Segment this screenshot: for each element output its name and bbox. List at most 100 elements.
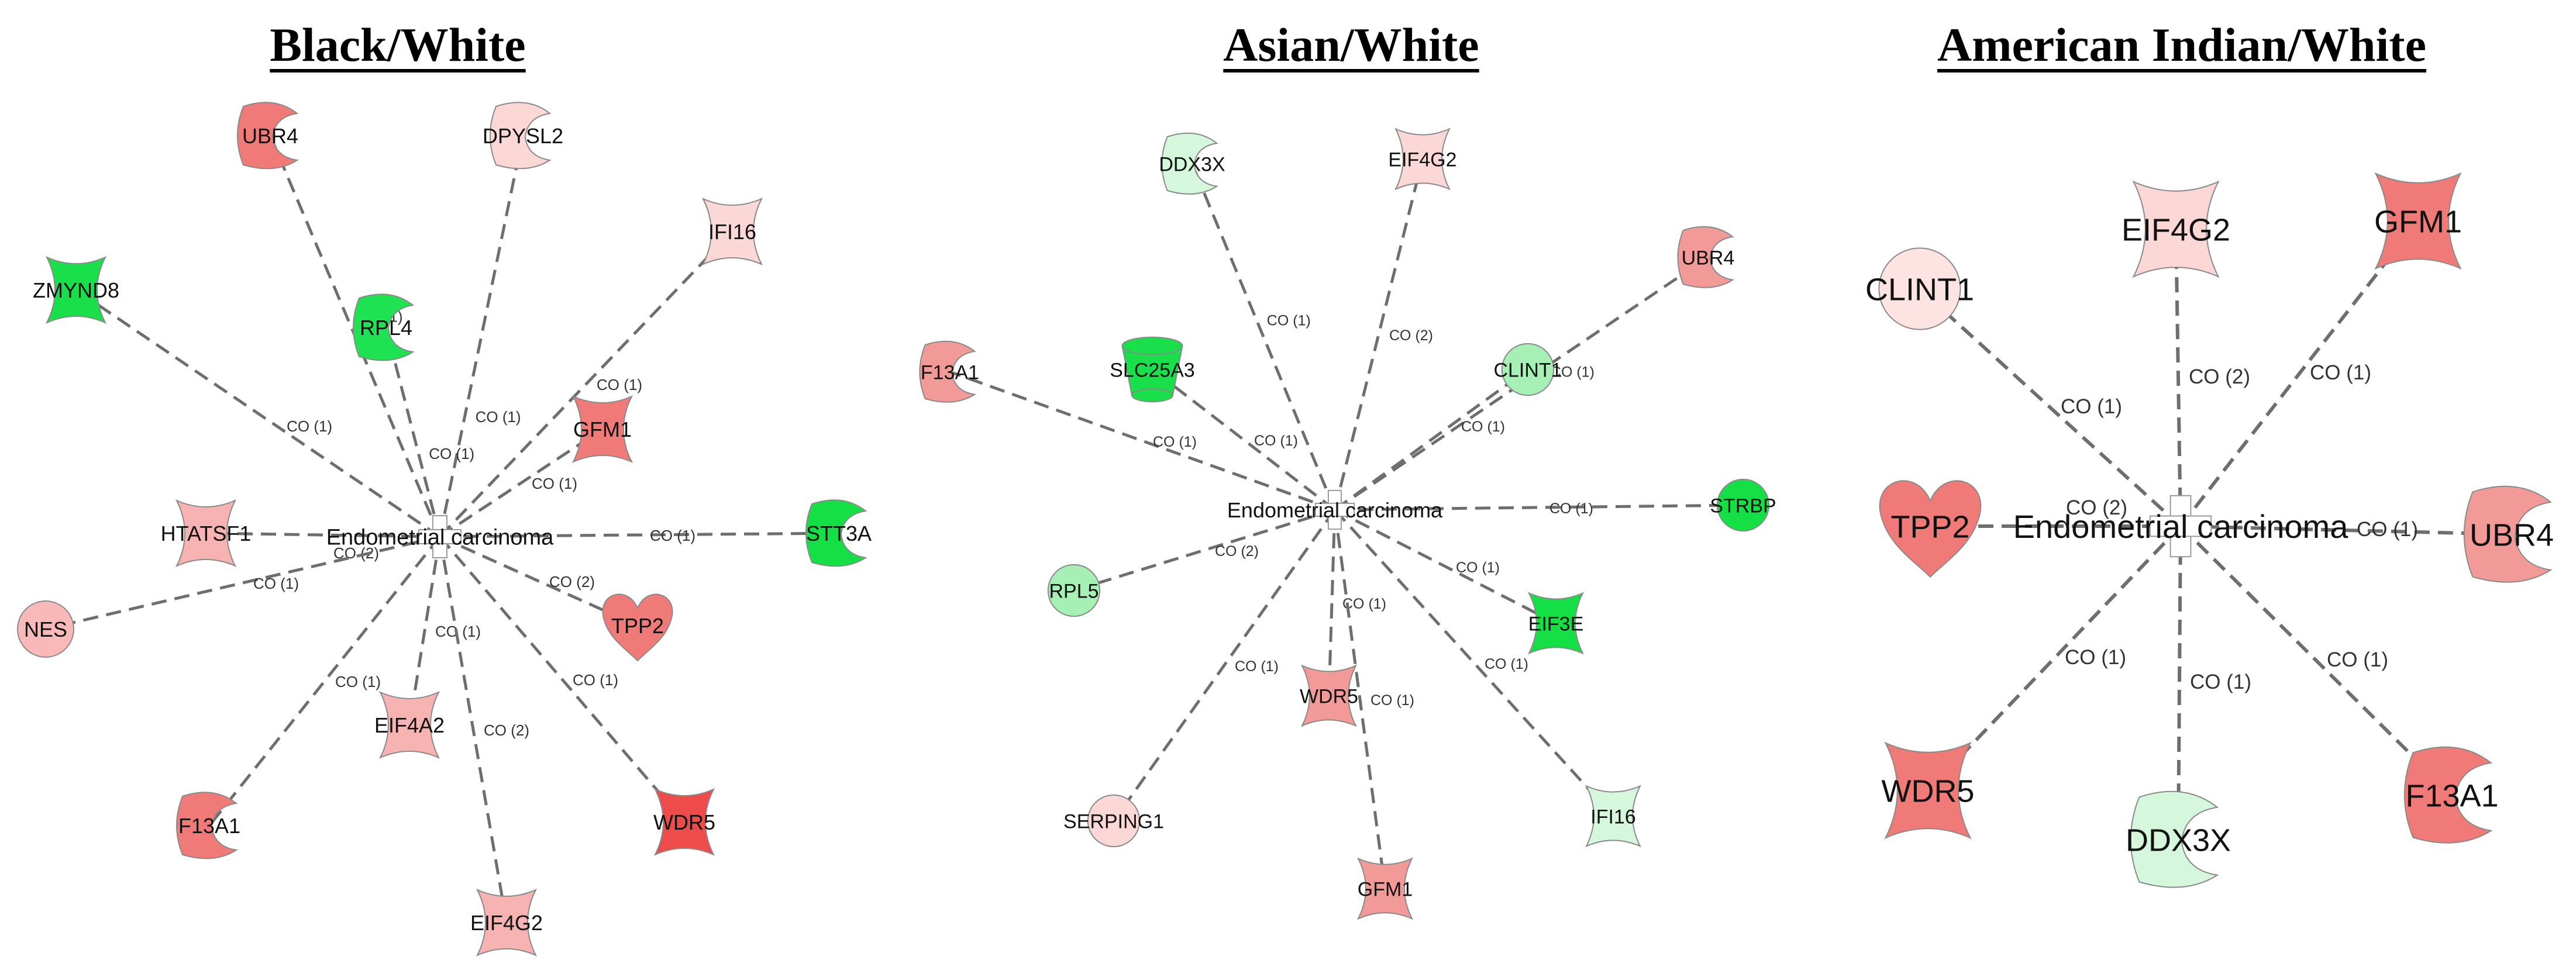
edge-label-wdr5: CO (1) <box>573 671 618 689</box>
node-ifi16[interactable]: IFI16 <box>701 197 763 266</box>
edge-wdr5 <box>1926 524 2182 792</box>
node-ifi16[interactable]: IFI16 <box>1585 785 1642 848</box>
node-eif4a2[interactable]: EIF4A2 <box>374 690 445 759</box>
edge-ifi16 <box>1334 509 1614 817</box>
edges: CO (1)CO (2)CO (1)CO (2)CO (1)CO (1)CO (… <box>1918 220 2512 840</box>
node-clint1[interactable]: CLINT1 <box>1865 247 1974 330</box>
edge-label-wdr5: CO (1) <box>1342 596 1386 612</box>
node-label: UBR4 <box>1682 247 1735 269</box>
node-nes[interactable]: NES <box>17 600 74 658</box>
panel-title-asian-white: Asian/White <box>1223 18 1479 71</box>
node-ddx3x[interactable]: DDX3X <box>1159 132 1225 195</box>
edge-label-wdr5: CO (1) <box>2065 646 2126 669</box>
edge-gfm1 <box>1333 509 1387 889</box>
node-label: GFM1 <box>1358 878 1413 900</box>
edge-label-f13a1: CO (1) <box>1153 434 1197 450</box>
node-rpl4[interactable]: RPL4 <box>353 293 415 361</box>
node-gfm1[interactable]: GFM1 <box>571 395 633 464</box>
node-label: RPL5 <box>1049 580 1098 602</box>
node-label: CLINT1 <box>1865 272 1974 307</box>
edge-label-eif4g2: CO (2) <box>2189 365 2250 388</box>
node-wdr5[interactable]: WDR5 <box>1882 741 1975 840</box>
edge-nes <box>45 535 440 631</box>
node-ubr4[interactable]: UBR4 <box>237 102 299 170</box>
node-label: ZMYND8 <box>33 278 119 302</box>
node-dpysl2[interactable]: DPYSL2 <box>483 102 563 170</box>
node-rpl5[interactable]: RPL5 <box>1047 564 1101 617</box>
node-label: EIF3E <box>1528 613 1583 635</box>
node-f13a1[interactable]: F13A1 <box>2403 746 2499 844</box>
node-label: IFI16 <box>1590 806 1635 828</box>
node-strbp[interactable]: STRBP <box>1710 478 1776 532</box>
node-clint1[interactable]: CLINT1 <box>1493 343 1562 396</box>
node-tpp2[interactable]: TPP2 <box>1879 480 1982 578</box>
network-panel-asian-white: CO (1) CO (2) CO (1) CO (1) CO (1) CO (1) CO (… <box>919 127 1776 920</box>
node-label: SLC25A3 <box>1110 359 1195 381</box>
node-label: CLINT1 <box>1493 359 1562 381</box>
edge-label-eif3e: CO (1) <box>1456 559 1500 576</box>
node-eif4g2[interactable]: EIF4G2 <box>2122 180 2230 278</box>
edge-slc25a3 <box>1151 368 1336 511</box>
node-label: DDX3X <box>2126 823 2231 858</box>
node-wdr5[interactable]: WDR5 <box>1300 664 1358 727</box>
edge-f13a1 <box>2179 524 2454 797</box>
node-label: F13A1 <box>178 814 240 838</box>
center-node-label: Endometrial carcinoma <box>2013 508 2349 545</box>
node-htatsf1[interactable]: HTATSF1 <box>161 499 252 568</box>
node-ubr4[interactable]: UBR4 <box>2463 485 2554 583</box>
node-gfm1[interactable]: GFM1 <box>1356 857 1414 920</box>
center-node[interactable]: Endometrial carcinoma <box>326 515 554 558</box>
edge-label-tpp2: CO (2) <box>549 573 595 590</box>
edge-label-gfm1: CO (1) <box>1370 692 1414 709</box>
edge-label-rpl5: CO (2) <box>1215 543 1259 559</box>
center-node[interactable]: Endometrial carcinoma <box>2013 495 2349 558</box>
node-ubr4[interactable]: UBR4 <box>1677 226 1735 288</box>
node-label: EIF4G2 <box>1388 148 1456 171</box>
center-node[interactable]: Endometrial carcinoma <box>1227 489 1443 530</box>
node-serping1[interactable]: SERPING1 <box>1063 794 1164 848</box>
node-eif4g2[interactable]: EIF4G2 <box>470 888 543 957</box>
edge-htatsf1 <box>205 531 440 538</box>
edge-eif4a2 <box>408 536 442 726</box>
node-stt3a[interactable]: STT3A <box>805 499 872 567</box>
edge-clint1 <box>1918 287 2182 528</box>
edge-eif4g2 <box>2174 229 2182 527</box>
node-tpp2[interactable]: TPP2 <box>602 593 673 662</box>
node-ddx3x[interactable]: DDX3X <box>2126 790 2231 888</box>
node-wdr5[interactable]: WDR5 <box>653 788 715 856</box>
node-label: EIF4A2 <box>374 713 445 737</box>
edge-strbp <box>1334 503 1744 512</box>
edge-label-slc25a3: CO (1) <box>1254 433 1298 449</box>
node-f13a1[interactable]: F13A1 <box>176 792 240 859</box>
edge-label-rpl4: CO (1) <box>429 445 474 462</box>
node-label: GFM1 <box>573 417 632 441</box>
network-panel-black-white: CO (1)CO (1)CO (1)CO (1)CO (1)CO (1)CO (… <box>17 102 872 957</box>
edge-label-serping1: CO (1) <box>1235 658 1279 675</box>
node-f13a1[interactable]: F13A1 <box>919 340 979 403</box>
edge-ddx3x <box>2176 526 2182 840</box>
edge-label-gfm1: CO (1) <box>2310 361 2371 384</box>
node-label: UBR4 <box>242 124 298 148</box>
node-label: WDR5 <box>1300 685 1358 707</box>
node-label: EIF4G2 <box>470 911 543 935</box>
node-eif4g2[interactable]: EIF4G2 <box>1388 127 1457 191</box>
node-eif3e[interactable]: EIF3E <box>1527 592 1585 655</box>
edges: CO (1) CO (2) CO (1) CO (1) CO (1) CO (1) CO (… <box>949 158 1744 889</box>
edge-ubr4 <box>2180 524 2512 536</box>
node-label: TPP2 <box>1890 509 1969 544</box>
edge-serping1 <box>1112 509 1337 822</box>
edge-label-strbp: CO (1) <box>1549 500 1593 517</box>
edge-eif4g2 <box>438 536 508 923</box>
node-gfm1[interactable]: GFM1 <box>2374 172 2462 270</box>
node-zmynd8[interactable]: ZMYND8 <box>33 255 119 324</box>
node-label: NES <box>24 617 67 641</box>
node-label: DDX3X <box>1159 153 1225 175</box>
edge-f13a1 <box>208 536 441 827</box>
node-slc25a3[interactable]: SLC25A3 <box>1110 336 1195 403</box>
center-node-label: Endometrial carcinoma <box>1227 498 1443 522</box>
